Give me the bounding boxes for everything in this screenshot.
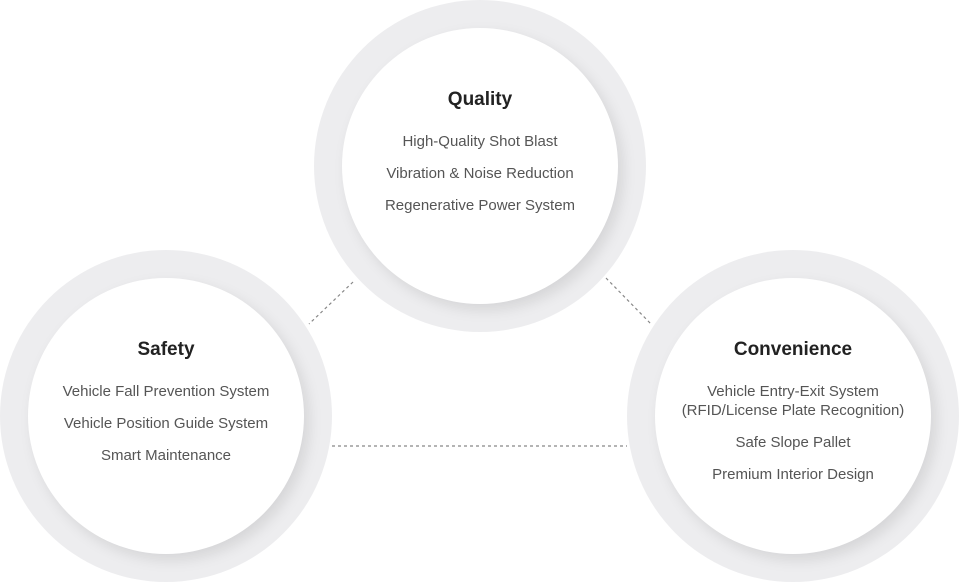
convenience-feature-entry-exit: Vehicle Entry-Exit System (RFID/License … [682, 382, 905, 420]
convenience-node: Convenience Vehicle Entry-Exit System (R… [627, 250, 959, 582]
quality-title: Quality [447, 89, 513, 110]
safety-feature-smart-maintenance: Smart Maintenance [100, 447, 232, 464]
safety-circle: Safety Vehicle Fall Prevention System Ve… [28, 278, 304, 554]
quality-circle: Quality High-Quality Shot Blast Vibratio… [342, 28, 618, 304]
convenience-feature-entry-exit-line2: (RFID/License Plate Recognition) [681, 402, 905, 419]
convenience-circle: Convenience Vehicle Entry-Exit System (R… [655, 278, 931, 554]
connector-quality-safety [308, 281, 354, 325]
convenience-feature-entry-exit-line1: Vehicle Entry-Exit System [707, 383, 879, 400]
safety-feature-fall-prevention: Vehicle Fall Prevention System [62, 383, 270, 400]
quality-feature-vibration-noise: Vibration & Noise Reduction [386, 165, 574, 182]
convenience-feature-premium-interior: Premium Interior Design [712, 466, 874, 483]
safety-feature-position-guide: Vehicle Position Guide System [63, 415, 269, 432]
convenience-feature-safe-slope: Safe Slope Pallet [735, 434, 851, 451]
connector-quality-convenience [605, 277, 653, 326]
quality-feature-shot-blast: High-Quality Shot Blast [402, 133, 558, 150]
safety-title: Safety [137, 339, 195, 360]
quality-feature-regenerative-power: Regenerative Power System [384, 197, 576, 214]
quality-node: Quality High-Quality Shot Blast Vibratio… [314, 0, 646, 332]
convenience-title: Convenience [733, 339, 853, 360]
safety-node: Safety Vehicle Fall Prevention System Ve… [0, 250, 332, 582]
